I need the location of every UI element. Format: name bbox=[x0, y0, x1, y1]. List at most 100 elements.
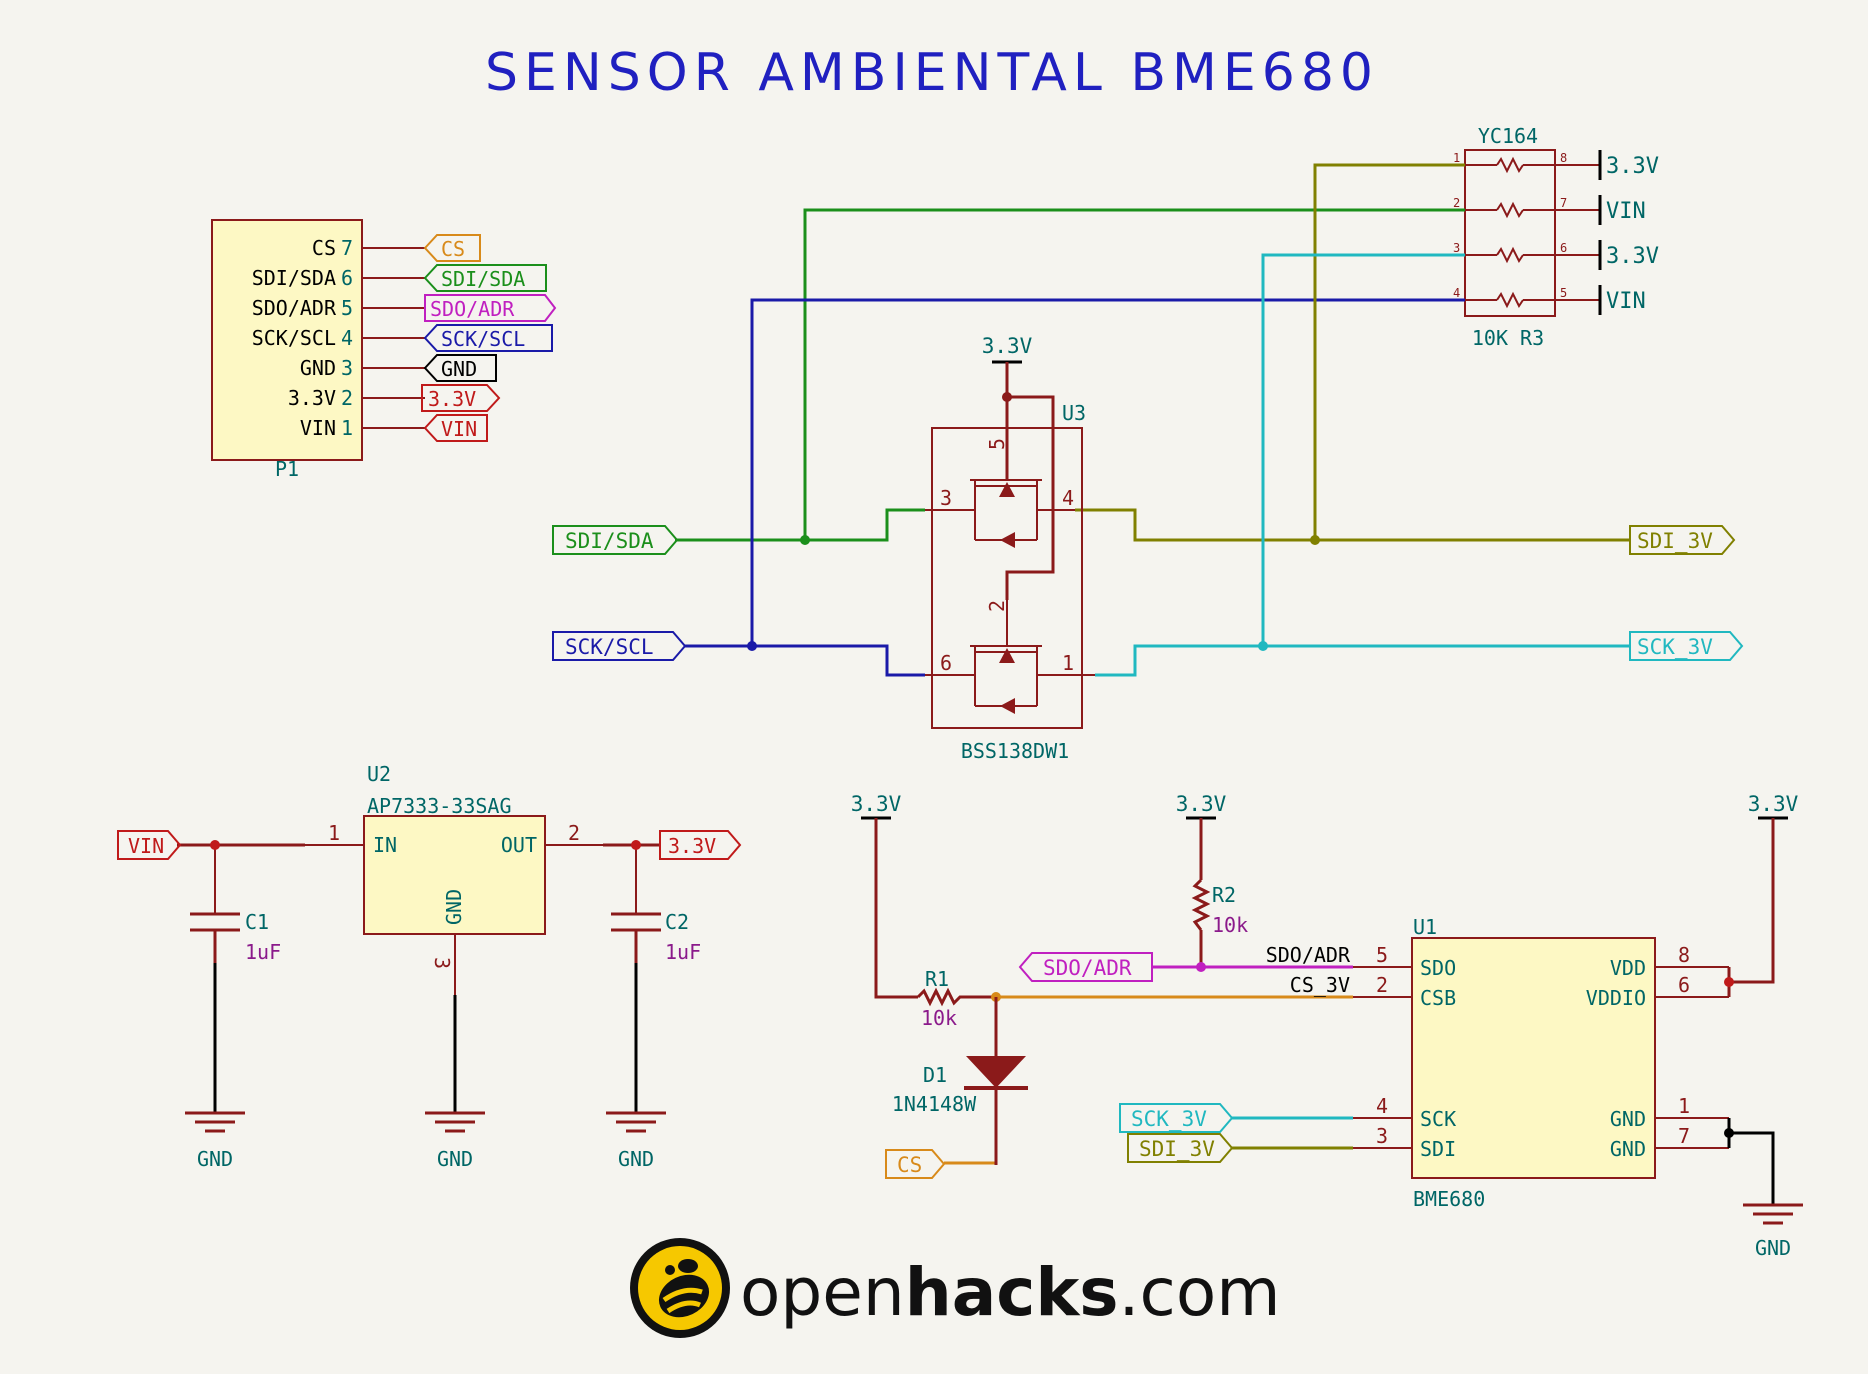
c1-ref: C1 bbox=[245, 910, 269, 934]
net-label-sdi-3v bbox=[1127, 1133, 1234, 1163]
p1-pin-name: GND bbox=[300, 356, 336, 380]
u2-value: AP7333-33SAG bbox=[367, 794, 512, 818]
net-label-cs bbox=[423, 234, 481, 262]
r3-pin-num: 8 bbox=[1560, 151, 1567, 165]
r3-pin-num: 5 bbox=[1560, 286, 1567, 300]
net-label-sdo-adr bbox=[1018, 952, 1153, 982]
label-text: SDI_3V bbox=[1637, 529, 1713, 553]
openhacks-logo: openhacks.com bbox=[630, 1238, 1281, 1338]
logo-text-open: open bbox=[740, 1254, 905, 1331]
gnd-label: GND bbox=[437, 1147, 473, 1171]
label-text: SDI_3V bbox=[1139, 1137, 1215, 1161]
r3-pin-num: 7 bbox=[1560, 196, 1567, 210]
p1-label-text: SDO/ADR bbox=[430, 297, 515, 321]
r3-pin-num: 2 bbox=[1453, 196, 1460, 210]
p1-pin-num: 4 bbox=[341, 326, 353, 350]
net-label-sck-3v bbox=[1119, 1103, 1234, 1133]
r3-pin-num: 4 bbox=[1453, 286, 1460, 300]
net-label-sdi-3v bbox=[1629, 525, 1736, 555]
u3-ref: U3 bbox=[1062, 401, 1086, 425]
u3-value: BSS138DW1 bbox=[961, 739, 1069, 763]
net-label-sdo-adr bbox=[424, 294, 557, 322]
label-text: SCK_3V bbox=[1131, 1107, 1207, 1131]
net-label-sdi-sda bbox=[552, 525, 679, 555]
power-flag-3v3: 3.3V bbox=[982, 334, 1033, 358]
p1-label-text: GND bbox=[441, 357, 477, 381]
r3-ref: YC164 bbox=[1478, 124, 1538, 148]
u1-pin-name: VDDIO bbox=[1586, 986, 1646, 1010]
net-label-sck-scl bbox=[423, 324, 553, 352]
p1-pin-name: VIN bbox=[300, 416, 336, 440]
r3-pin-num: 3 bbox=[1453, 241, 1460, 255]
r3-pin-num: 1 bbox=[1453, 151, 1460, 165]
u1-pin-name: CSB bbox=[1420, 986, 1456, 1010]
net-name: SDO/ADR bbox=[1266, 943, 1351, 967]
c2-ref: C2 bbox=[665, 910, 689, 934]
u2-pin-num: 3 bbox=[430, 957, 454, 969]
capacitor-c1: C1 1uF bbox=[190, 910, 281, 964]
resistor-r2: R2 10k bbox=[1191, 878, 1248, 937]
u1-pin-name: GND bbox=[1610, 1107, 1646, 1131]
u2-pin-name: GND bbox=[442, 889, 466, 925]
label-text: SCK/SCL bbox=[565, 635, 654, 659]
net-label-vin bbox=[423, 414, 488, 442]
u1-pin-name: SDO bbox=[1420, 956, 1456, 980]
power-flag-3v3: 3.3V bbox=[1176, 792, 1227, 816]
u2-pin-name: OUT bbox=[501, 833, 537, 857]
gnd-label: GND bbox=[618, 1147, 654, 1171]
p1-pin-num: 3 bbox=[341, 356, 353, 380]
p1-label-text: 3.3V bbox=[428, 387, 476, 411]
label-text: SDO/ADR bbox=[1043, 956, 1132, 980]
r3-pin-num: 6 bbox=[1560, 241, 1567, 255]
net-label-gnd bbox=[423, 354, 497, 382]
r2-value: 10k bbox=[1212, 913, 1248, 937]
c2-value: 1uF bbox=[665, 940, 701, 964]
logo-text-com: .com bbox=[1119, 1254, 1281, 1331]
power-flag-3v3: 3.3V bbox=[1606, 154, 1659, 179]
u2-pin-num: 2 bbox=[568, 821, 580, 845]
gnd-label: GND bbox=[1755, 1236, 1791, 1260]
schematic-title: SENSOR AMBIENTAL BME680 bbox=[485, 43, 1379, 103]
ground-symbol bbox=[425, 1111, 485, 1133]
p1-label-text: CS bbox=[441, 237, 465, 261]
label-text: CS bbox=[897, 1153, 922, 1177]
d1-ref: D1 bbox=[923, 1063, 947, 1087]
u2-pin-name: IN bbox=[373, 833, 397, 857]
net-name: CS_3V bbox=[1290, 973, 1350, 997]
c1-value: 1uF bbox=[245, 940, 281, 964]
gnd-label: GND bbox=[197, 1147, 233, 1171]
net-label-sck-scl bbox=[552, 631, 687, 661]
bee-icon bbox=[630, 1238, 730, 1338]
p1-pin-num: 1 bbox=[341, 416, 353, 440]
power-flag-3v3: 3.3V bbox=[851, 792, 902, 816]
capacitor-c2: C2 1uF bbox=[611, 910, 701, 964]
p1-label-text: SDI/SDA bbox=[441, 267, 525, 291]
u3-pin-num: 3 bbox=[940, 486, 952, 510]
u1-pin-num: 8 bbox=[1678, 943, 1690, 967]
net-label-cs bbox=[885, 1149, 946, 1179]
level-shift-wires bbox=[675, 163, 1630, 677]
net-label-sck-3v bbox=[1629, 631, 1744, 661]
p1-pin-name: SCK/SCL bbox=[252, 326, 336, 350]
regulator-u2: U2 AP7333-33SAG IN OUT GND 1 2 3 VIN 3.3… bbox=[117, 762, 742, 1113]
p1-pin-name: CS bbox=[312, 236, 336, 260]
label-text: 3.3V bbox=[668, 834, 716, 858]
u3-pin-num: 1 bbox=[1062, 651, 1074, 675]
u1-pin-name: SDI bbox=[1420, 1137, 1456, 1161]
label-text: VIN bbox=[128, 834, 164, 858]
u2-pin-num: 1 bbox=[328, 821, 340, 845]
net-label-3v3 bbox=[421, 384, 501, 412]
u1-pin-num: 7 bbox=[1678, 1124, 1690, 1148]
r1-value: 10k bbox=[921, 1006, 957, 1030]
resistor-r1: R1 10k bbox=[916, 967, 996, 1030]
power-flag-vin: VIN bbox=[1606, 199, 1646, 224]
u1-pin-num: 6 bbox=[1678, 973, 1690, 997]
label-text: SDI/SDA bbox=[565, 529, 654, 553]
u1-ref: U1 bbox=[1413, 915, 1437, 939]
r2-ref: R2 bbox=[1212, 883, 1236, 907]
p1-ref: P1 bbox=[275, 457, 299, 481]
u1-pin-num: 2 bbox=[1376, 973, 1388, 997]
power-flag-3v3: 3.3V bbox=[1748, 792, 1799, 816]
connector-p1: P1 CS SDI/SDA SDO/ADR SCK/SCL GND 3.3V V… bbox=[211, 219, 557, 481]
